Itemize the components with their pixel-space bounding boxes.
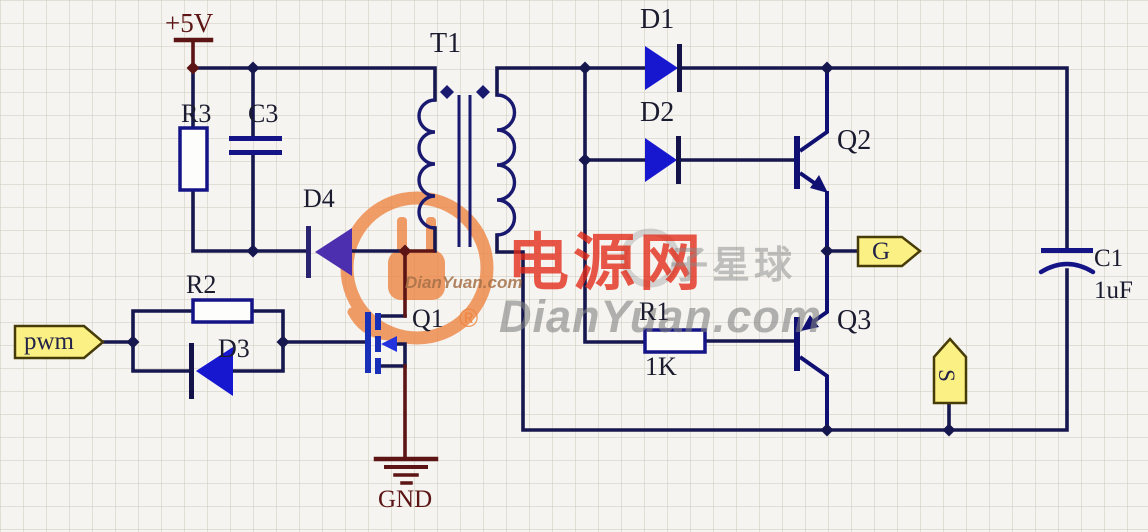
transistor-q2-symbol	[794, 68, 829, 251]
mosfet-q1-symbol	[365, 312, 397, 374]
junction-dots	[126, 61, 956, 437]
capacitor-c3-symbol	[229, 136, 282, 155]
d3-label: D3	[218, 334, 250, 363]
s-port-label: S	[933, 369, 959, 382]
watermark-cn-gray: 子星球	[670, 245, 797, 287]
transistor-q3-symbol	[794, 251, 829, 430]
power-net-wires	[173, 37, 435, 459]
r2-label: R2	[186, 270, 217, 299]
watermark-cn-red: 电源网	[507, 229, 706, 298]
resistor-r2-symbol	[191, 298, 254, 324]
r1-label: R1	[639, 297, 670, 326]
diode-d1-symbol	[645, 44, 682, 92]
junction-dots-power	[186, 61, 412, 258]
resistor-r1-symbol	[643, 328, 707, 354]
transformer-t1-symbol	[417, 85, 517, 247]
g-port-label: G	[872, 238, 891, 265]
gnd-label: GND	[378, 486, 433, 513]
diode-d4-symbol	[306, 226, 352, 278]
watermark-ghost-logo	[620, 228, 680, 288]
c1-label: C1	[1094, 245, 1124, 272]
q2-label: Q2	[837, 125, 872, 156]
s-port-tag	[932, 337, 968, 405]
d1-label: D1	[640, 4, 675, 35]
t1-label: T1	[430, 28, 462, 59]
c1-value-label: 1uF	[1094, 277, 1133, 304]
resistor-r3-symbol	[178, 126, 209, 192]
vcc-label: +5V	[165, 8, 214, 38]
watermark-registered: ®	[459, 303, 479, 333]
capacitor-c1-symbol	[1038, 248, 1096, 275]
r1-value-label: 1K	[645, 352, 677, 381]
c3-label: C3	[248, 99, 279, 128]
d4-label: D4	[303, 184, 335, 213]
diode-d3-symbol	[189, 343, 233, 399]
r3-label: R3	[181, 99, 212, 128]
gnd-symbol	[373, 456, 439, 485]
pwm-port-label: pwm	[24, 328, 74, 355]
q1-label: Q1	[412, 304, 444, 333]
d2-label: D2	[640, 97, 675, 128]
pwm-port-tag	[13, 324, 105, 360]
q3-label: Q3	[837, 305, 872, 336]
diode-d2-symbol	[645, 136, 681, 184]
g-port-tag	[856, 235, 922, 268]
watermark-brand-small: DianYuan.com	[405, 273, 523, 292]
watermark-brand-large: DianYuan.com	[499, 291, 822, 342]
